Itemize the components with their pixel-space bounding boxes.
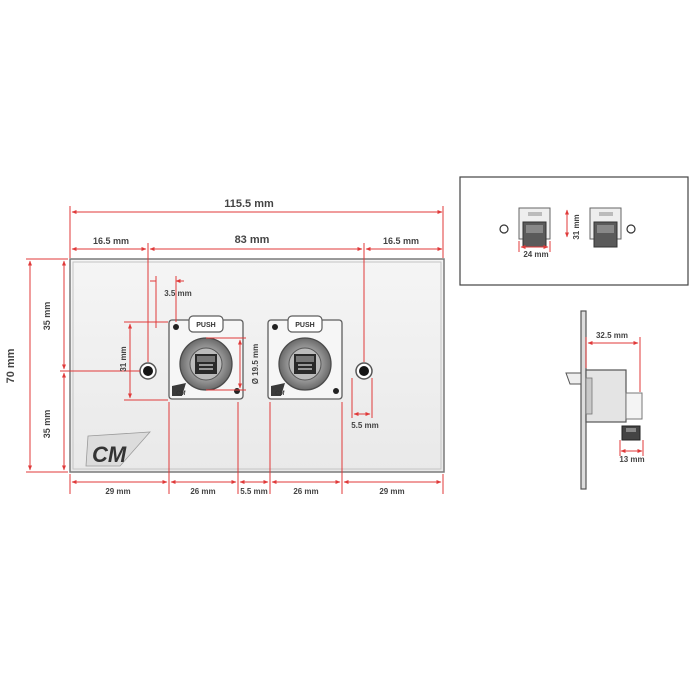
side-dimension-lines <box>585 337 644 456</box>
mini-logo-1: CM <box>176 391 186 397</box>
label-right-hole-size: 5.5 mm <box>351 421 379 430</box>
rear-module-2 <box>589 207 622 248</box>
rear-hole-right <box>626 224 636 234</box>
label-left-hole-offset: 16.5 mm <box>93 236 129 246</box>
rear-hole-left <box>499 224 509 234</box>
label-bottom-right: 29 mm <box>379 487 404 496</box>
label-height: 70 mm <box>5 348 17 383</box>
mini-logo-2-mark <box>271 383 285 396</box>
side-plate <box>580 310 587 490</box>
label-module-gap: 5.5 mm <box>240 487 268 496</box>
connector-module-1 <box>168 315 244 400</box>
push-tab-1 <box>188 315 224 333</box>
side-body <box>585 369 627 423</box>
side-front-tab <box>565 372 582 385</box>
rear-module-1 <box>518 207 551 248</box>
connector-socket-1 <box>179 337 233 391</box>
label-module-width-1: 26 mm <box>190 487 215 496</box>
label-half-bottom: 35 mm <box>42 410 52 439</box>
label-rear-module-width: 24 mm <box>523 250 548 259</box>
connector-socket-2 <box>278 337 332 391</box>
label-right-hole-offset: 16.5 mm <box>383 236 419 246</box>
label-side-depth: 32.5 mm <box>596 331 628 340</box>
connector-module-2 <box>267 315 343 400</box>
mini-logo-2: CM <box>275 391 285 397</box>
label-module-width-2: 26 mm <box>293 487 318 496</box>
push-label-2: PUSH <box>295 322 314 329</box>
rear-view-frame <box>459 176 689 286</box>
mounting-hole-left <box>139 362 157 380</box>
label-rear-module-height: 31 mm <box>572 214 581 239</box>
label-connector-diameter: Ø 19.5 mm <box>251 344 260 384</box>
label-hole-size: 3.5 mm <box>164 289 192 298</box>
mini-logo-1-mark <box>172 383 186 396</box>
front-view: 115.5 mm 16.5 mm 83 mm 16.5 mm 70 mm 35 … <box>5 198 445 496</box>
label-hole-spacing: 83 mm <box>235 234 270 246</box>
label-side-plug-width: 13 mm <box>619 455 644 464</box>
side-plug <box>625 392 643 420</box>
rear-dimension-lines <box>518 209 569 252</box>
mounting-hole-right <box>355 362 373 380</box>
push-tab-2 <box>287 315 323 333</box>
rear-view: 31 mm 24 mm <box>459 176 689 286</box>
side-view: 32.5 mm 13 mm <box>565 310 645 490</box>
brand-logo <box>85 431 151 467</box>
label-module-height: 31 mm <box>119 346 128 371</box>
label-bottom-left: 29 mm <box>105 487 130 496</box>
label-half-top: 35 mm <box>42 302 52 331</box>
wall-plate-bevel <box>72 261 442 470</box>
push-label-1: PUSH <box>196 322 215 329</box>
front-dimension-lines <box>26 206 444 494</box>
label-overall-width: 115.5 mm <box>224 198 274 210</box>
brand-logo-text: CM <box>92 442 127 467</box>
